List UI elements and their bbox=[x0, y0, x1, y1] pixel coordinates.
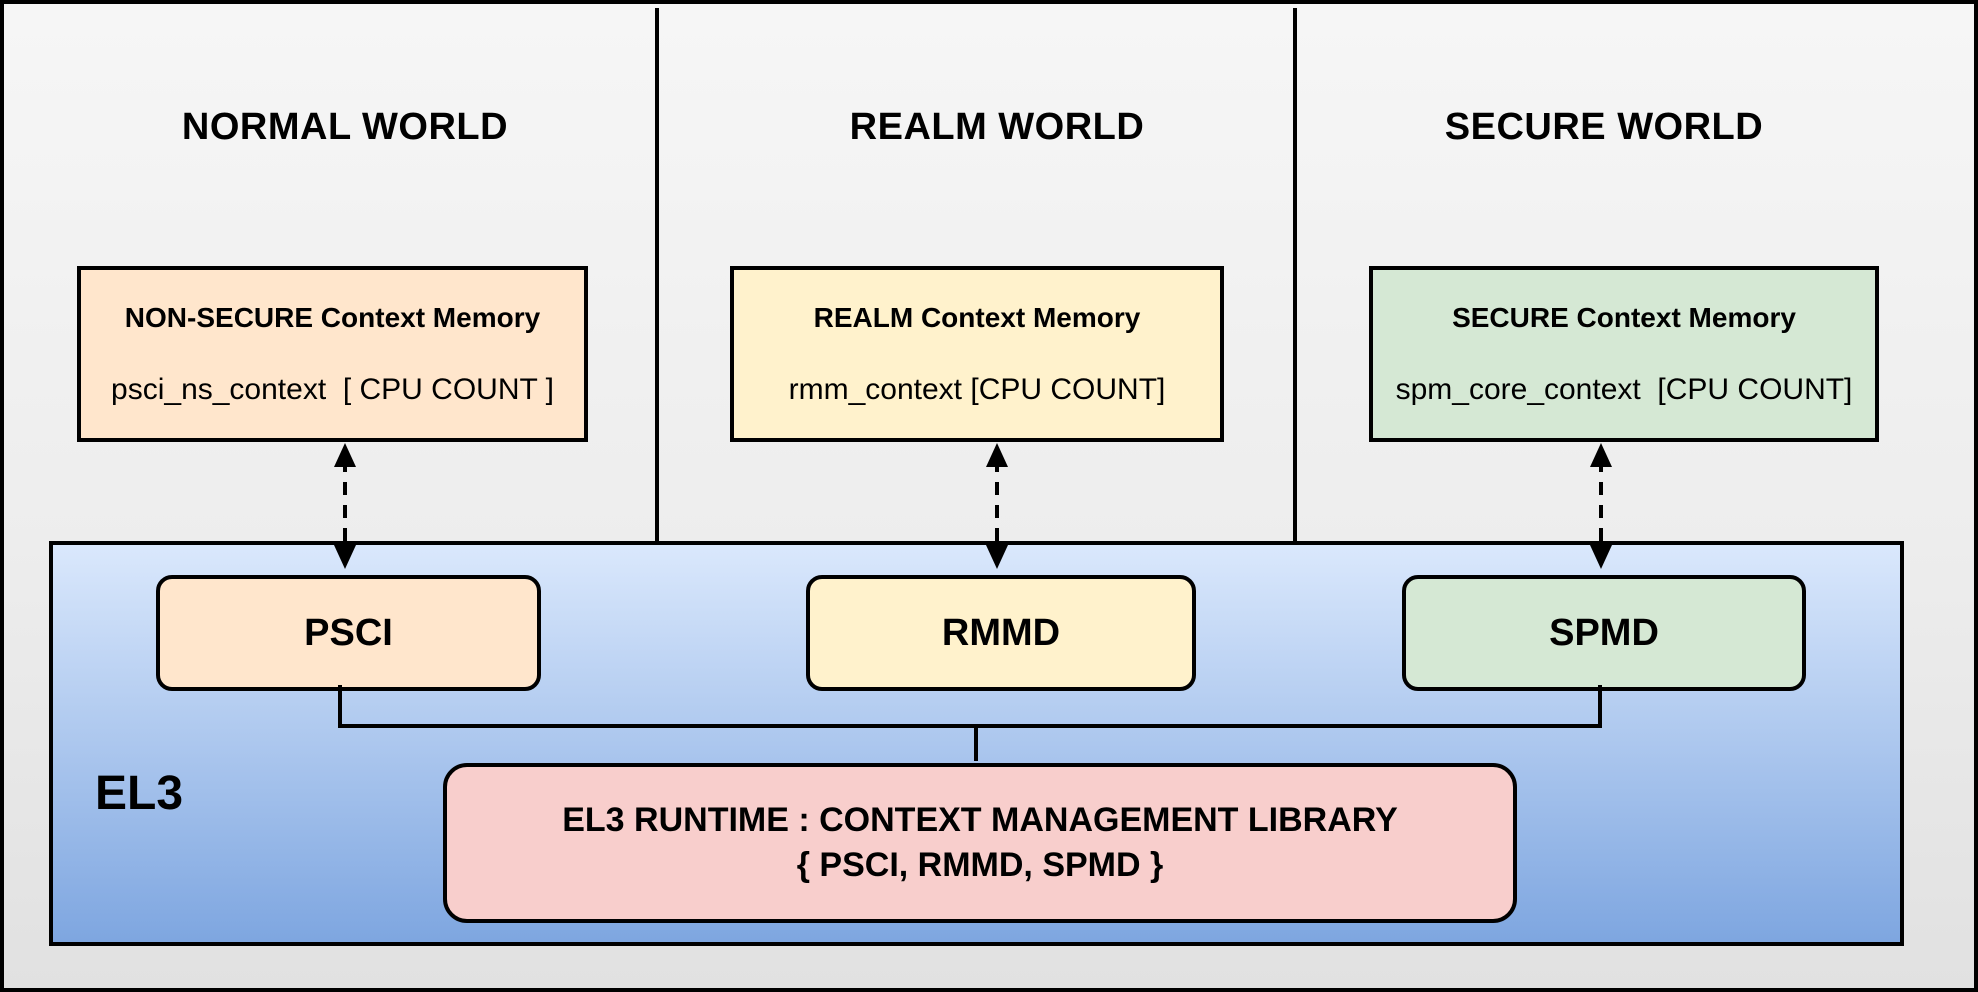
el3-runtime-library-box: EL3 RUNTIME : CONTEXT MANAGEMENT LIBRARY… bbox=[443, 763, 1517, 923]
runtime-label-line2: { PSCI, RMMD, SPMD } bbox=[796, 846, 1164, 884]
el3-label: EL3 bbox=[95, 767, 184, 820]
runtime-label-line1: EL3 RUNTIME : CONTEXT MANAGEMENT LIBRARY bbox=[562, 801, 1398, 839]
memory-box-value: rmm_context [CPU COUNT] bbox=[788, 373, 1166, 406]
memory-box-value: psci_ns_context [ CPU COUNT ] bbox=[111, 373, 554, 406]
arrow-up-icon bbox=[1590, 443, 1612, 467]
realm-world-title: REALM WORLD bbox=[849, 106, 1145, 148]
realm-context-memory-box: REALM Context Memory rmm_context [CPU CO… bbox=[730, 266, 1224, 442]
non-secure-context-memory-box: NON-SECURE Context Memory psci_ns_contex… bbox=[77, 266, 588, 442]
rmmd-module-box: RMMD bbox=[806, 575, 1196, 691]
memory-box-title: SECURE Context Memory bbox=[1452, 302, 1796, 333]
el3-layer-box: EL3 PSCI RMMD SPMD EL3 RUNTIME : CONTEXT… bbox=[49, 541, 1904, 946]
psci-module-box: PSCI bbox=[156, 575, 541, 691]
memory-box-value: spm_core_context [CPU COUNT] bbox=[1395, 373, 1853, 406]
secure-world-title: SECURE WORLD bbox=[1444, 106, 1764, 148]
memory-box-title: REALM Context Memory bbox=[813, 302, 1141, 333]
arrow-up-icon bbox=[334, 443, 356, 467]
normal-world-title: NORMAL WORLD bbox=[181, 106, 509, 148]
secure-context-memory-box: SECURE Context Memory spm_core_context [… bbox=[1369, 266, 1879, 442]
memory-box-title: NON-SECURE Context Memory bbox=[124, 302, 541, 333]
arrow-up-icon bbox=[986, 443, 1008, 467]
spmd-module-box: SPMD bbox=[1402, 575, 1806, 691]
